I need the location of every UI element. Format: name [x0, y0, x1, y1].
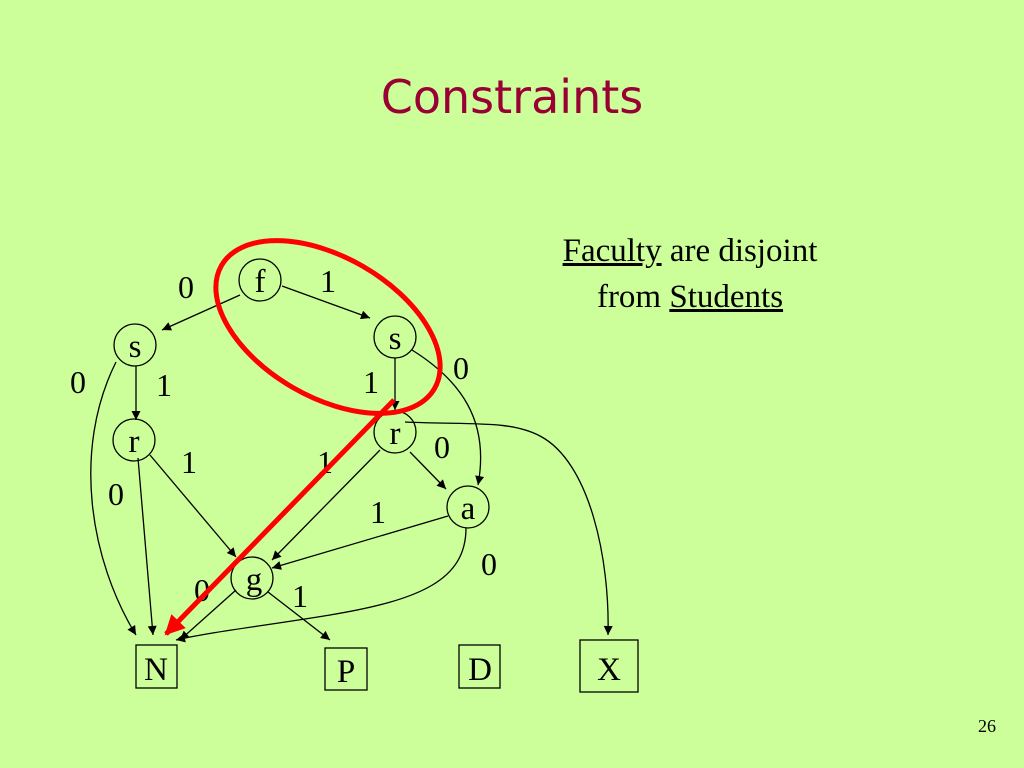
edge-label: 1	[363, 364, 379, 400]
edge-label: 0	[70, 364, 86, 400]
edge-label: 1	[370, 494, 386, 530]
edge-label: 0	[481, 546, 497, 582]
terminal-p: P	[324, 647, 368, 691]
edge-r2-x	[404, 421, 613, 636]
slide-title: Constraints	[380, 70, 644, 124]
faculty-term: Faculty	[562, 233, 662, 269]
terminal-p-label: P	[337, 654, 355, 690]
node-r2-label: r	[390, 416, 401, 452]
caption-line1-rest: are disjoint	[661, 233, 818, 269]
edge-g-n	[179, 589, 237, 641]
node-r1: r	[112, 418, 156, 462]
node-f-label: f	[255, 264, 266, 300]
edge-label: 0	[434, 429, 450, 465]
edge-r2-g	[271, 449, 381, 561]
edge-label: 1	[320, 263, 336, 299]
node-s2: s	[373, 315, 417, 359]
edge-r2-a	[409, 451, 447, 490]
highlight-overlay	[164, 238, 443, 636]
constraint-caption: Faculty are disjoint from Students	[510, 228, 870, 320]
node-a: a	[446, 485, 490, 529]
edge-label: 0	[453, 350, 469, 386]
edge-r1-n	[137, 457, 157, 636]
terminal-n: N	[135, 644, 178, 689]
highlight-arrow	[164, 398, 396, 636]
terminal-n-label: N	[144, 652, 168, 688]
edge-r1-g	[149, 454, 237, 558]
terminal-d: D	[458, 644, 501, 689]
page-number: 26	[978, 716, 996, 736]
edge-f-s2	[281, 285, 371, 320]
caption-line2-prefix: from	[596, 279, 670, 315]
edge-s1-n	[90, 361, 137, 636]
edge-label: 0	[178, 269, 194, 305]
node-a-label: a	[461, 491, 476, 527]
edge-label: 0	[108, 476, 124, 512]
edge-f-s1	[161, 294, 241, 331]
terminal-d-label: D	[468, 652, 492, 688]
node-g: g	[230, 556, 274, 600]
terminal-x: X	[579, 639, 639, 693]
edge-a-n	[175, 527, 467, 643]
terminal-x-label: X	[597, 652, 621, 688]
node-s1-label: s	[129, 329, 142, 365]
node-s1: s	[113, 323, 157, 367]
edge-g-p	[267, 591, 331, 641]
edge-label: 1	[181, 444, 197, 480]
edge-a-g	[271, 515, 449, 570]
edge-label: 1	[317, 444, 333, 480]
students-term: Students	[669, 279, 784, 315]
node-s2-label: s	[389, 321, 402, 357]
edge-label: 1	[292, 578, 308, 614]
edge-label: 1	[156, 367, 172, 403]
node-f: f	[238, 258, 282, 302]
node-r1-label: r	[129, 424, 140, 460]
highlight-ellipse	[213, 238, 443, 416]
edge-s2-a	[411, 349, 485, 486]
node-g-label: g	[246, 562, 263, 598]
